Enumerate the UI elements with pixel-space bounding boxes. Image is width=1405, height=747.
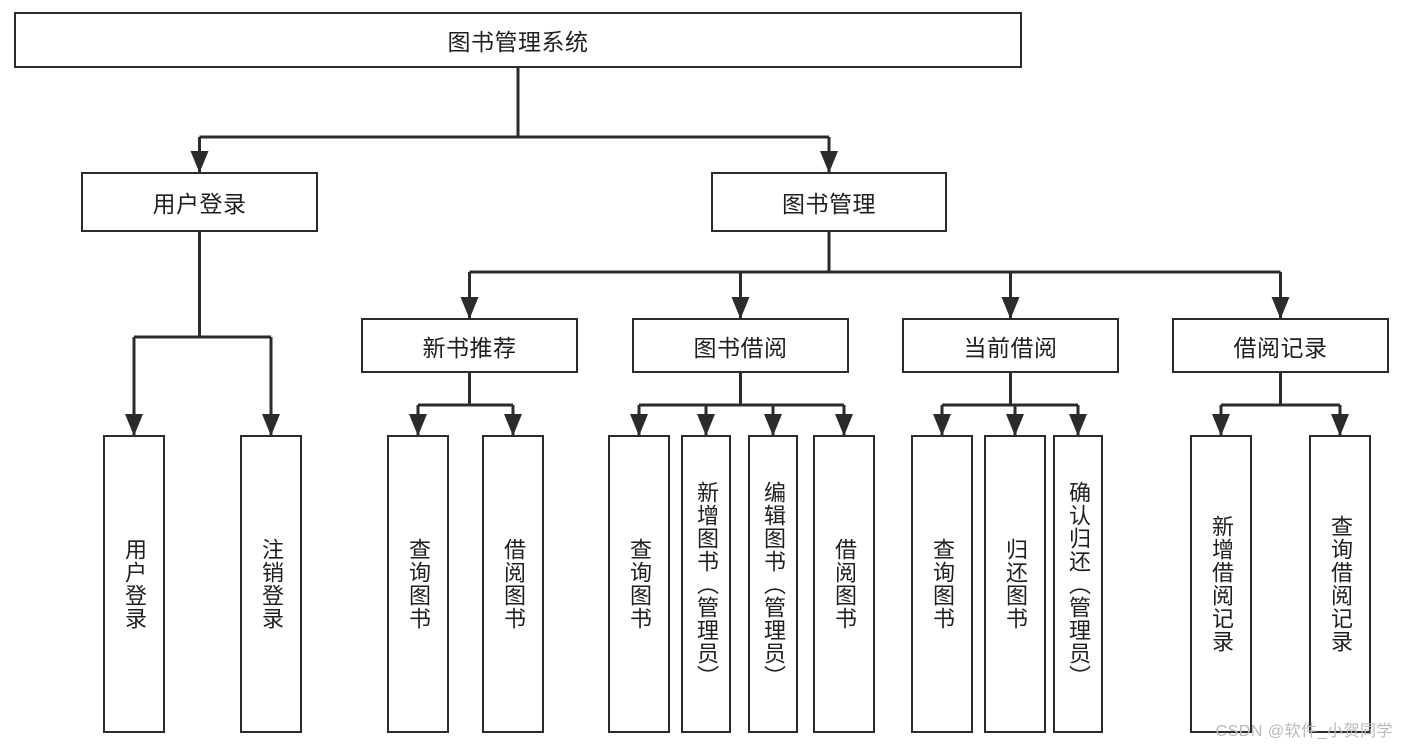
node-label: 编辑图书（管理员） — [760, 480, 786, 688]
node-root[interactable]: 图书管理系统 — [14, 12, 1022, 68]
arrowhead-icon — [1069, 414, 1087, 436]
node-label: 注销登录 — [258, 538, 284, 630]
node-book-borrow[interactable]: 图书借阅 — [632, 318, 849, 373]
node-label: 借阅图书 — [500, 538, 526, 630]
arrowhead-icon — [630, 414, 648, 436]
node-current-borrow[interactable]: 当前借阅 — [902, 318, 1119, 373]
node-leaf-user-login[interactable]: 用户登录 — [103, 435, 165, 733]
node-label: 确认归还（管理员） — [1065, 480, 1091, 688]
arrowhead-icon — [460, 297, 479, 319]
node-label: 图书管理系统 — [447, 29, 589, 55]
arrowhead-icon — [262, 414, 280, 436]
arrowhead-icon — [125, 414, 143, 436]
node-label: 查询图书 — [405, 538, 431, 630]
node-label: 新书推荐 — [422, 334, 517, 361]
node-label: 借阅记录 — [1233, 334, 1328, 361]
arrowhead-icon — [731, 297, 750, 319]
node-leaf-edit-book[interactable]: 编辑图书（管理员） — [748, 435, 798, 733]
arrowhead-icon — [1271, 297, 1290, 319]
node-label: 图书借阅 — [693, 334, 788, 361]
arrowhead-icon — [697, 414, 715, 436]
node-label: 图书管理 — [782, 191, 876, 217]
arrowhead-icon — [1212, 414, 1230, 436]
node-leaf-borrow-book-2[interactable]: 借阅图书 — [813, 435, 875, 733]
node-book-manage[interactable]: 图书管理 — [711, 172, 947, 232]
node-leaf-confirm-return[interactable]: 确认归还（管理员） — [1053, 435, 1103, 733]
node-label: 新增借阅记录 — [1208, 515, 1234, 653]
node-label: 用户登录 — [121, 538, 147, 630]
node-leaf-user-logout[interactable]: 注销登录 — [240, 435, 302, 733]
node-leaf-return-book[interactable]: 归还图书 — [984, 435, 1046, 733]
node-new-book-rec[interactable]: 新书推荐 — [361, 318, 578, 373]
node-label: 当前借阅 — [963, 334, 1058, 361]
node-label: 归还图书 — [1002, 538, 1028, 630]
node-label: 查询借阅记录 — [1327, 515, 1353, 653]
node-user-login[interactable]: 用户登录 — [81, 172, 318, 232]
arrowhead-icon — [1006, 414, 1024, 436]
node-leaf-add-book[interactable]: 新增图书（管理员） — [681, 435, 731, 733]
arrowhead-icon — [835, 414, 853, 436]
node-leaf-query-book-2[interactable]: 查询图书 — [608, 435, 670, 733]
arrowhead-icon — [1331, 414, 1349, 436]
arrowhead-icon — [190, 151, 209, 173]
node-label: 查询图书 — [626, 538, 652, 630]
node-leaf-query-book-1[interactable]: 查询图书 — [387, 435, 449, 733]
node-leaf-query-record[interactable]: 查询借阅记录 — [1309, 435, 1371, 733]
node-borrow-record[interactable]: 借阅记录 — [1172, 318, 1389, 373]
node-label: 借阅图书 — [831, 538, 857, 630]
node-leaf-add-record[interactable]: 新增借阅记录 — [1190, 435, 1252, 733]
node-label: 查询图书 — [929, 538, 955, 630]
arrowhead-icon — [504, 414, 522, 436]
arrowhead-icon — [933, 414, 951, 436]
node-leaf-query-book-3[interactable]: 查询图书 — [911, 435, 973, 733]
arrowhead-icon — [820, 151, 838, 173]
arrowhead-icon — [1001, 297, 1020, 319]
arrowhead-icon — [764, 414, 782, 436]
node-label: 用户登录 — [152, 191, 247, 217]
arrowhead-icon — [409, 414, 427, 436]
node-label: 新增图书（管理员） — [693, 480, 719, 688]
watermark-label: CSDN @软件_小贺同学 — [1215, 723, 1393, 740]
node-leaf-borrow-book-1[interactable]: 借阅图书 — [482, 435, 544, 733]
